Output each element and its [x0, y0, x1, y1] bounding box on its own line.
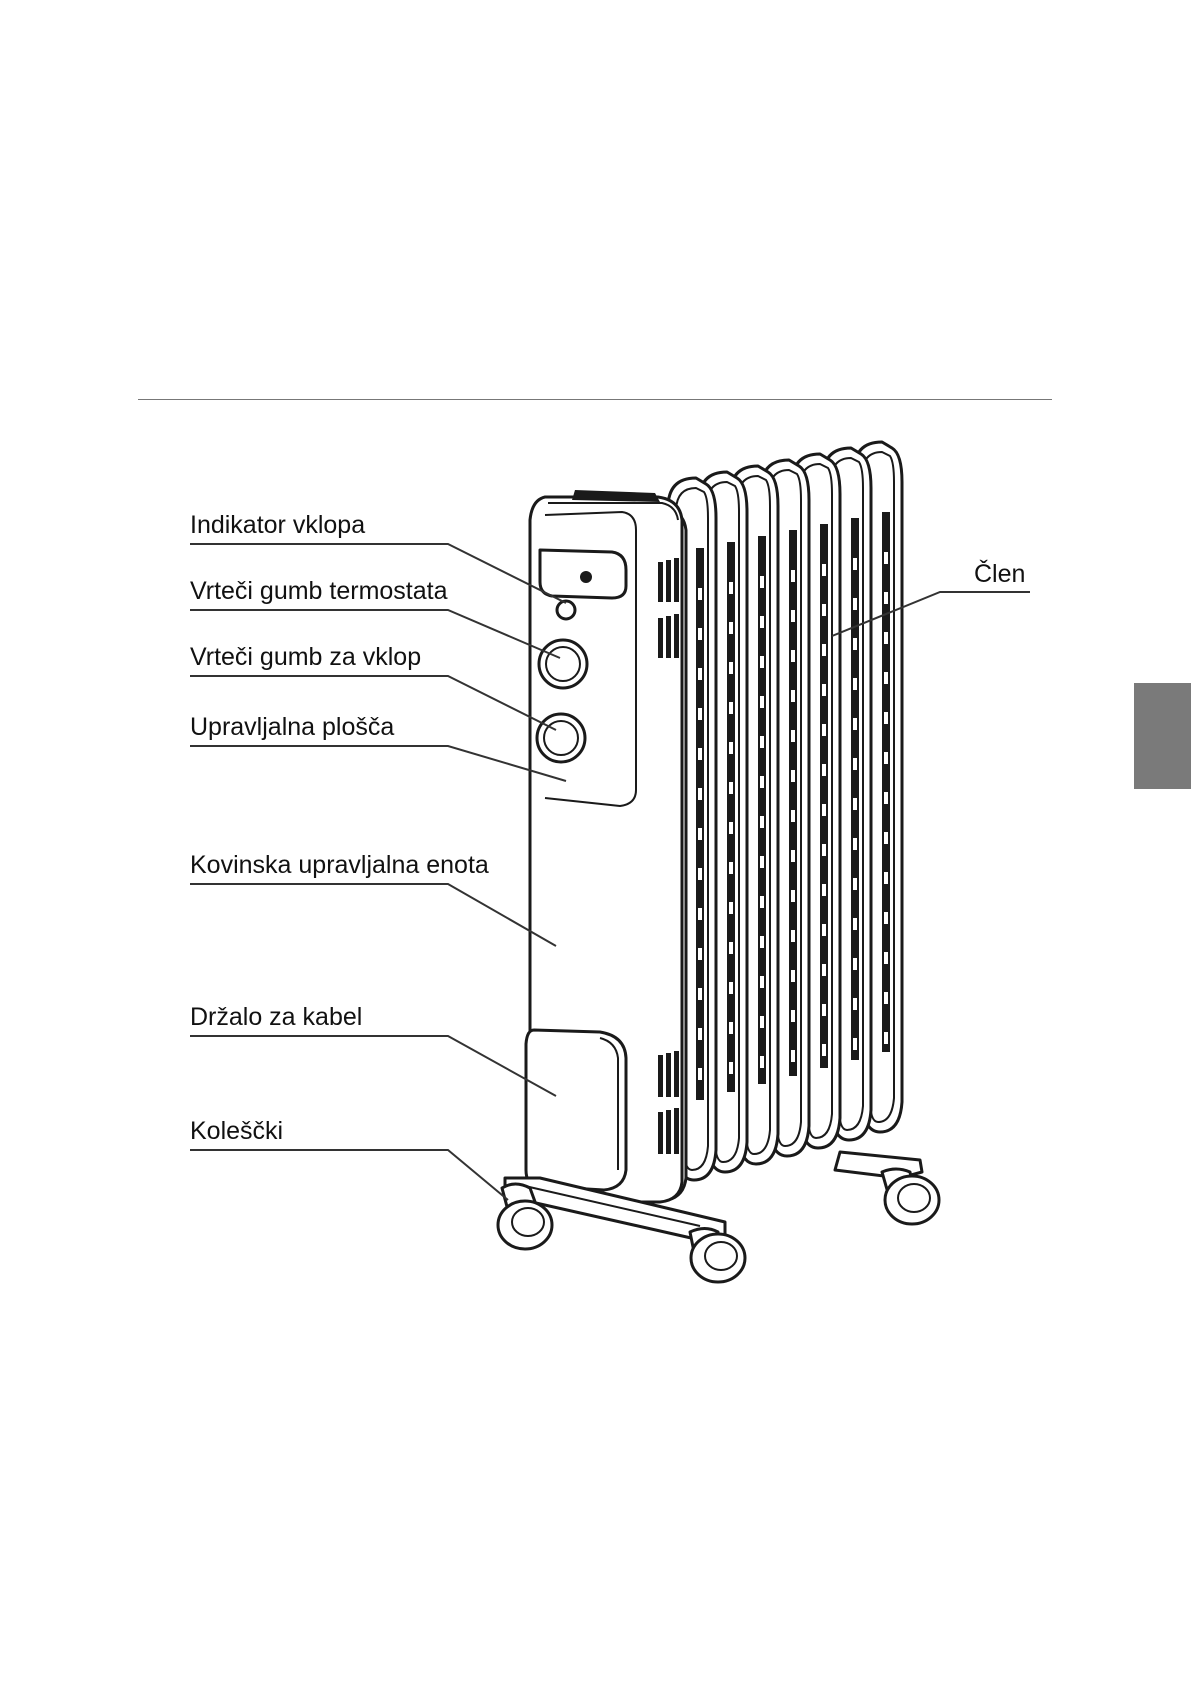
label-metal-unit: Kovinska upravljalna enota	[190, 851, 489, 879]
indicator-light-shape	[555, 599, 577, 621]
wheel-front-left	[496, 1182, 554, 1251]
thermostat-knob-shape	[537, 638, 589, 690]
leader-lines	[190, 543, 1030, 1201]
label-control-panel: Upravljalna plošča	[190, 713, 394, 741]
header-rule	[138, 399, 1052, 400]
label-cable-holder: Držalo za kabel	[190, 1003, 362, 1031]
upper-vent-slots	[658, 558, 679, 658]
label-fin: Člen	[974, 559, 1025, 588]
label-indicator: Indikator vklopa	[190, 511, 365, 539]
label-thermostat-knob: Vrteči gumb termostata	[190, 577, 448, 605]
wheel-front-right	[688, 1227, 747, 1284]
label-wheels: Koleščki	[190, 1117, 283, 1145]
wheel-base	[496, 1150, 941, 1284]
part-labels: Indikator vklopa Vrteči gumb termostata …	[190, 511, 1025, 1145]
power-knob-shape	[535, 712, 587, 764]
heater-fins	[666, 440, 904, 1182]
control-unit-body	[524, 490, 688, 1204]
label-power-knob: Vrteči gumb za vklop	[190, 643, 421, 671]
language-side-tab	[1134, 683, 1191, 789]
cable-holder-shape	[524, 1028, 628, 1192]
lower-vent-slots	[658, 1051, 679, 1154]
wheel-back-right	[880, 1167, 941, 1226]
